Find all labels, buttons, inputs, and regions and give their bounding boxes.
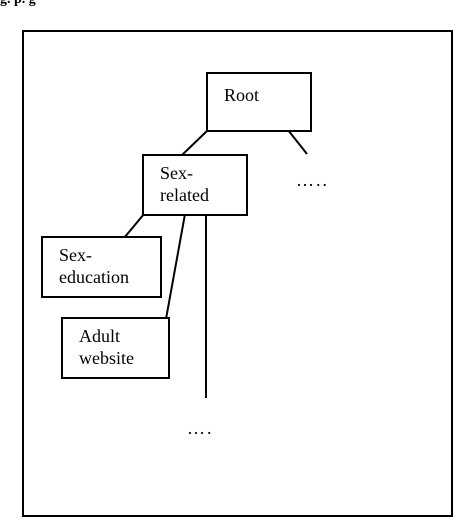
sex-related-node-label: Sex- related xyxy=(160,163,209,205)
edge-sex-related-to-sex-education xyxy=(123,213,145,239)
edge-root-to-more xyxy=(287,129,308,155)
ellipsis-bottom: …. xyxy=(187,418,214,438)
sex-education-node: Sex- education xyxy=(41,236,162,298)
root-node: Root xyxy=(206,72,312,132)
edge-root-to-sex-related xyxy=(180,129,209,157)
ellipsis-right: ….. xyxy=(296,170,329,190)
sex-education-node-label: Sex- education xyxy=(59,245,129,287)
caption-fragment: g. p. g xyxy=(0,0,36,8)
adult-website-node-label: Adult website xyxy=(79,326,134,368)
edge-sex-related-to-adult-website xyxy=(165,213,186,320)
adult-website-node: Adult website xyxy=(61,317,170,379)
sex-related-node: Sex- related xyxy=(142,154,248,216)
diagram-frame xyxy=(22,30,453,517)
root-node-label: Root xyxy=(224,85,260,105)
